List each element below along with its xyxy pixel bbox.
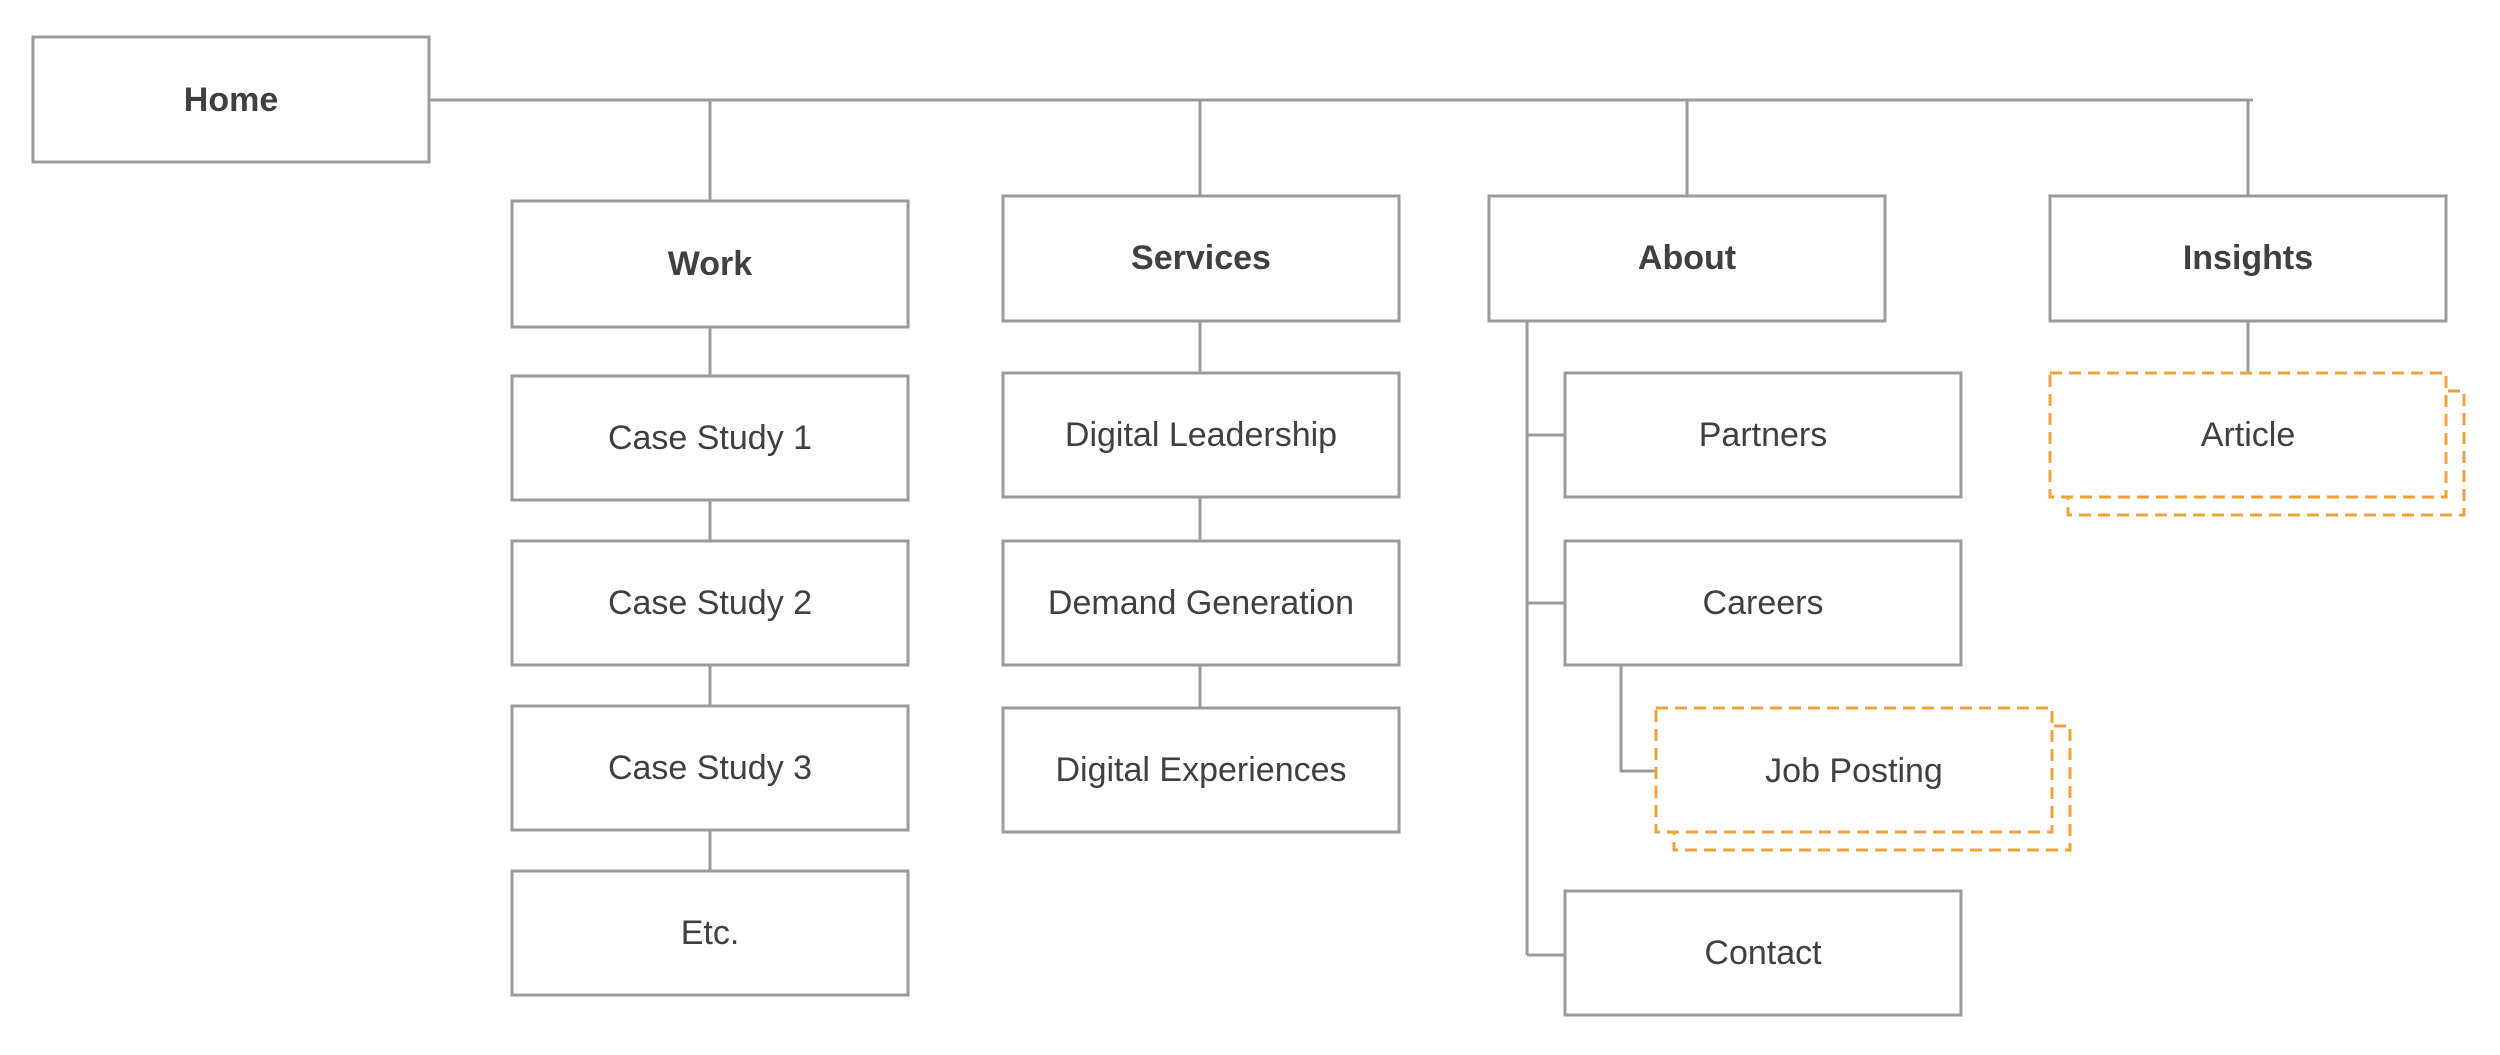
node-digital-experiences[interactable]: Digital Experiences [1001, 706, 1401, 834]
careers-label: Careers [1703, 584, 1824, 622]
services-box [1001, 194, 1401, 323]
case-study-3-box [510, 704, 910, 832]
etc-label: Etc. [681, 914, 740, 952]
digital-experiences-box [1001, 706, 1401, 834]
insights-box [2048, 194, 2448, 323]
node-careers[interactable]: Careers [1563, 539, 1963, 667]
node-case-study-3[interactable]: Case Study 3 [510, 704, 910, 832]
node-work[interactable]: Work [510, 199, 910, 329]
services-label: Services [1131, 239, 1271, 277]
job-posting-box [1654, 706, 2054, 834]
partners-label: Partners [1699, 416, 1828, 454]
demand-generation-label: Demand Generation [1048, 584, 1354, 622]
connectors [429, 98, 2253, 957]
article-box [2048, 371, 2448, 499]
case-study-2-box [510, 539, 910, 667]
node-etc[interactable]: Etc. [510, 869, 910, 997]
partners-box [1563, 371, 1963, 499]
node-case-study-1[interactable]: Case Study 1 [510, 374, 910, 502]
node-insights[interactable]: Insights [2048, 194, 2448, 323]
home-box [31, 35, 431, 164]
work-label: Work [668, 245, 752, 283]
about-label: About [1638, 239, 1736, 277]
contact-box [1563, 889, 1963, 1017]
node-about[interactable]: About [1487, 194, 1887, 323]
node-case-study-2[interactable]: Case Study 2 [510, 539, 910, 667]
work-box [510, 199, 910, 329]
node-partners[interactable]: Partners [1563, 371, 1963, 499]
node-job-posting[interactable]: Job Posting [1654, 706, 2072, 852]
node-digital-leadership[interactable]: Digital Leadership [1001, 371, 1401, 499]
demand-generation-box [1001, 539, 1401, 667]
insights-label: Insights [2183, 239, 2313, 277]
case-study-2-label: Case Study 2 [608, 584, 812, 622]
etc-box [510, 869, 910, 997]
node-contact[interactable]: Contact [1563, 889, 1963, 1017]
node-services[interactable]: Services [1001, 194, 1401, 323]
digital-experiences-label: Digital Experiences [1055, 751, 1346, 789]
about-box [1487, 194, 1887, 323]
case-study-1-box [510, 374, 910, 502]
digital-leadership-label: Digital Leadership [1065, 416, 1337, 454]
contact-label: Contact [1704, 934, 1822, 972]
connector-careers-job-posting [1619, 665, 1656, 773]
job-posting-label: Job Posting [1765, 752, 1943, 790]
node-home[interactable]: Home [31, 35, 431, 164]
node-article[interactable]: Article [2048, 371, 2466, 517]
article-label: Article [2201, 416, 2295, 454]
case-study-1-label: Case Study 1 [608, 419, 812, 457]
case-study-3-label: Case Study 3 [608, 749, 812, 787]
digital-leadership-box [1001, 371, 1401, 499]
careers-box [1563, 539, 1963, 667]
node-demand-generation[interactable]: Demand Generation [1001, 539, 1401, 667]
home-label: Home [184, 81, 278, 119]
